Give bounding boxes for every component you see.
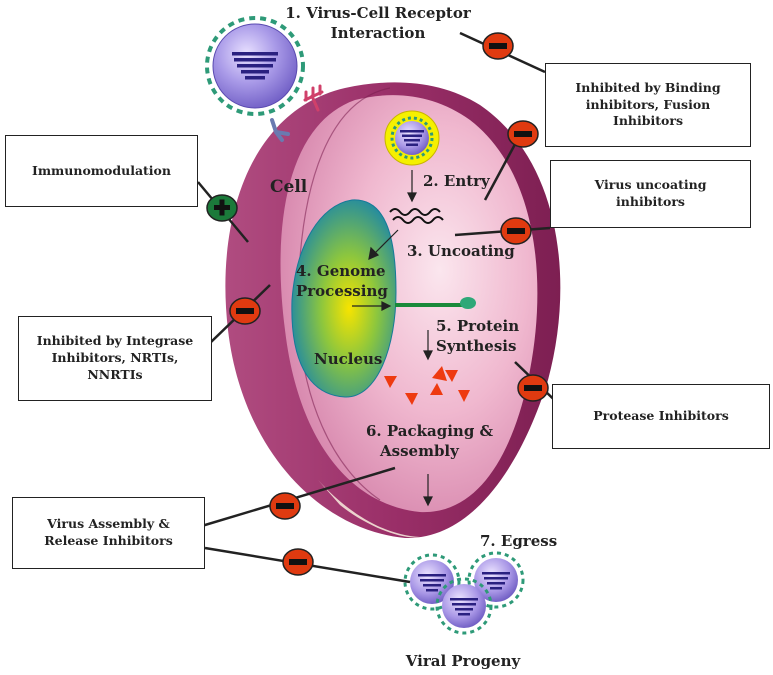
assembly-release-inhibitors-box: Virus Assembly & Release Inhibitors [12, 497, 205, 569]
minus-sign-icon [269, 492, 301, 520]
viral-protein-icons [384, 366, 470, 405]
minus-sign-icon [229, 297, 261, 325]
immunomodulation-box: Immunomodulation [5, 135, 198, 207]
step-4-label: 4. Genome [296, 262, 386, 280]
viral-rna-icon [389, 208, 444, 224]
step-5-label-line2: Synthesis [436, 337, 516, 355]
minus-sign-icon [500, 217, 532, 245]
progeny-virion [435, 577, 493, 635]
step-1-label-line2: Interaction [331, 24, 426, 42]
step-6-label-line2: Assembly [379, 442, 460, 460]
step-6-label: 6. Packaging & [366, 422, 494, 440]
entering-virion [384, 110, 440, 166]
integrase-nrti-inhibitors-box: Inhibited by Integrase Inhibitors, NRTIs… [18, 316, 212, 401]
step-5-label: 5. Protein [436, 317, 519, 335]
mrna-ribosome-icon [395, 297, 476, 309]
minus-sign-icon [482, 32, 514, 60]
minus-sign-icon [507, 120, 539, 148]
nucleus-label: Nucleus [314, 350, 382, 368]
receptor-alt-icon [303, 84, 324, 112]
step-2-label: 2. Entry [423, 172, 491, 190]
step-1-label: 1. Virus-Cell Receptor [285, 4, 472, 22]
step-4-label-line2: Processing [296, 282, 388, 300]
nucleus [291, 199, 397, 398]
step-7-label: 7. Egress [480, 532, 557, 550]
binding-fusion-inhibitors-box: Inhibited by Binding inhibitors, Fusion … [545, 63, 751, 147]
minus-sign-icon [282, 548, 314, 576]
plus-sign-icon [206, 194, 238, 222]
free-virion [205, 16, 305, 116]
progeny-virion [403, 553, 461, 611]
protease-inhibitors-box: Protease Inhibitors [552, 384, 770, 449]
process-arrows [352, 170, 433, 507]
minus-sign-icon [517, 374, 549, 402]
uncoating-inhibitors-box: Virus uncoating inhibitors [550, 160, 751, 228]
viral-progeny-label: Viral Progeny [405, 652, 522, 670]
cell-label: Cell [270, 177, 308, 197]
receptor-icon [270, 118, 290, 142]
virion-genome-icon [232, 52, 278, 80]
step-3-label: 3. Uncoating [407, 242, 515, 260]
progeny-virions [403, 551, 525, 635]
